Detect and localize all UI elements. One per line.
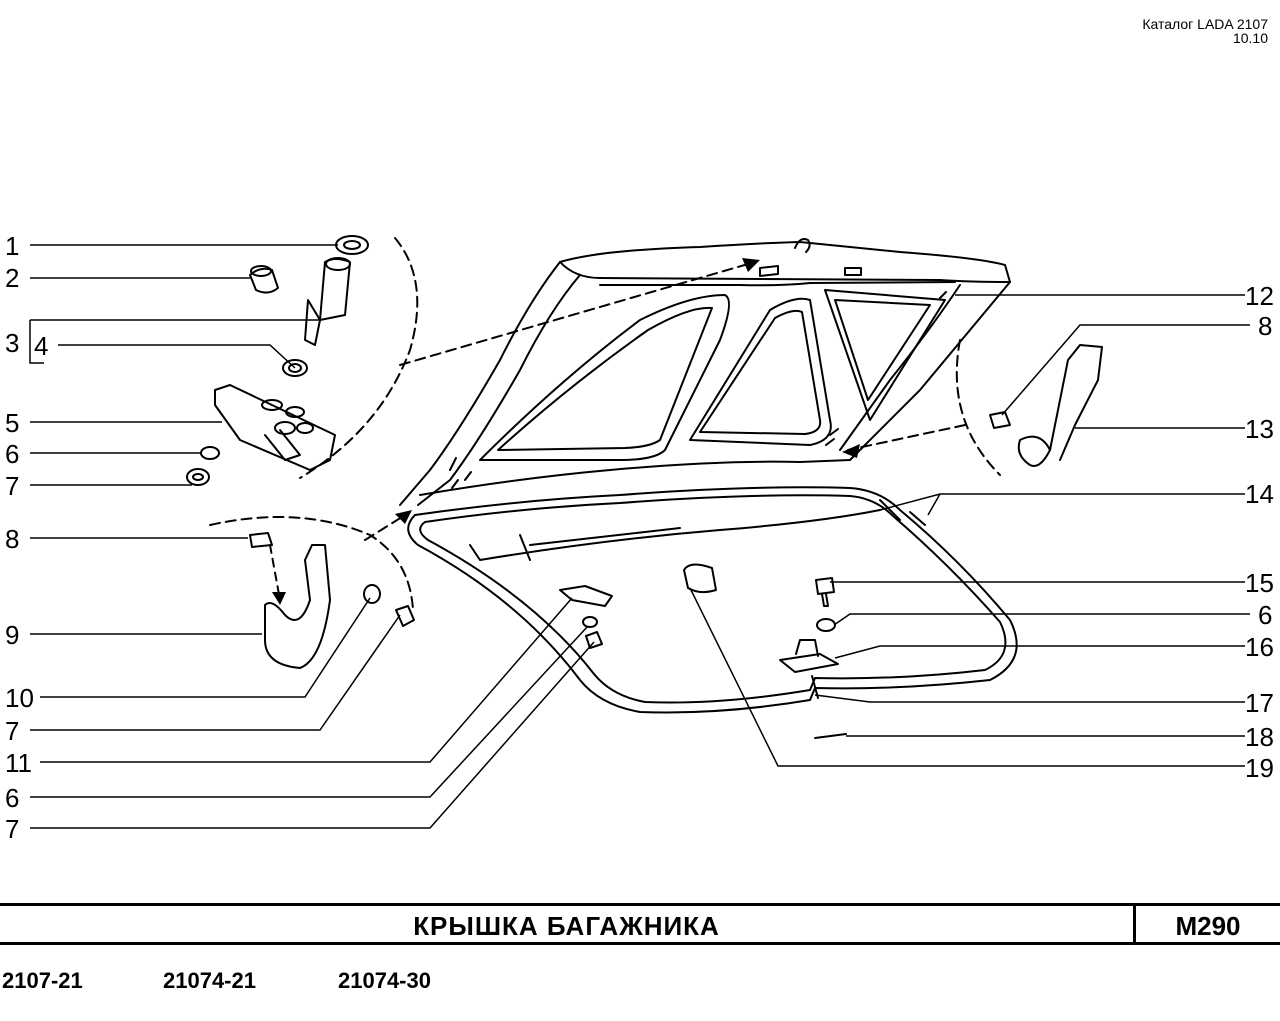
title-bar: КРЫШКА БАГАЖНИКА M290 xyxy=(0,903,1280,945)
callout-3: 3 xyxy=(5,328,19,358)
callout-5: 5 xyxy=(5,408,19,438)
parts-diagram: 1 2 3 4 5 6 7 8 9 10 7 11 6 7 12 8 13 14… xyxy=(5,231,1274,844)
callout-6b: 6 xyxy=(5,783,19,813)
callout-13: 13 xyxy=(1245,414,1274,444)
model-code-2: 21074-21 xyxy=(163,968,256,993)
callout-7c: 7 xyxy=(5,814,19,844)
callout-9: 9 xyxy=(5,620,19,650)
callout-16: 16 xyxy=(1245,632,1274,662)
callout-12: 12 xyxy=(1245,281,1274,311)
callout-10: 10 xyxy=(5,683,34,713)
callout-1: 1 xyxy=(5,231,19,261)
page-title: КРЫШКА БАГАЖНИКА xyxy=(413,911,720,941)
catalog-version: 10.10 xyxy=(1232,30,1268,46)
model-code-3: 21074-30 xyxy=(338,968,431,993)
callout-11: 11 xyxy=(5,748,32,778)
callout-15: 15 xyxy=(1245,568,1274,598)
callout-6: 6 xyxy=(5,439,19,469)
callout-8: 8 xyxy=(5,524,19,554)
callout-2: 2 xyxy=(5,263,19,293)
callout-14: 14 xyxy=(1245,479,1274,509)
lid-panel-drawing xyxy=(407,486,1018,714)
model-code-1: 2107-21 xyxy=(2,968,83,993)
callout-6r: 6 xyxy=(1258,600,1272,630)
callout-17: 17 xyxy=(1245,688,1274,718)
trunk-lid-drawing xyxy=(399,238,1011,506)
callout-7: 7 xyxy=(5,471,19,501)
catalog-title: Каталог LADA 2107 xyxy=(1142,16,1268,32)
callout-7b: 7 xyxy=(5,716,19,746)
callout-4: 4 xyxy=(34,331,48,361)
title-separator xyxy=(1133,906,1136,942)
callout-18: 18 xyxy=(1245,722,1274,752)
callout-19: 19 xyxy=(1245,753,1274,783)
callout-8r: 8 xyxy=(1258,311,1272,341)
page-code: M290 xyxy=(1175,911,1241,941)
